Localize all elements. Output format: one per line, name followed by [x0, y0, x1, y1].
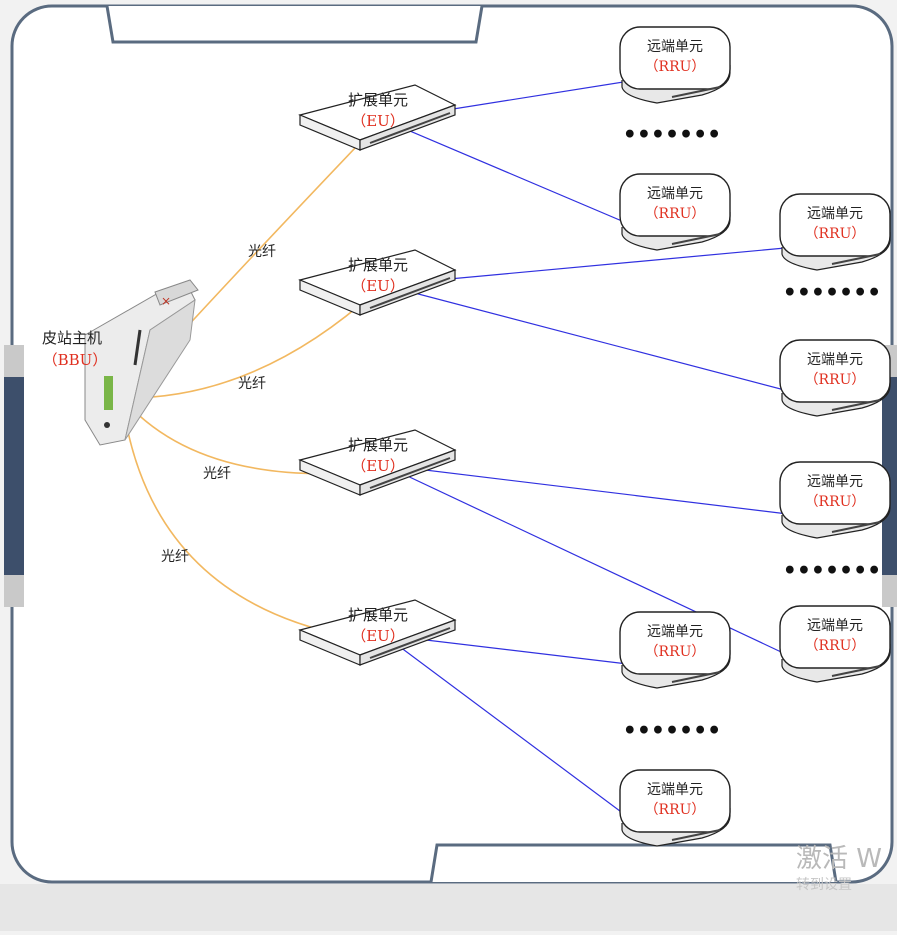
eu-device: 扩展单元 （EU）: [298, 84, 457, 151]
eu-rru-link: [383, 119, 637, 228]
frame-bottom-notch: [429, 843, 838, 883]
fiber-line: [121, 290, 377, 399]
rru-code: （RRU）: [645, 59, 706, 75]
rru-top: [779, 605, 891, 669]
bbu-device: × 皮站主机 （BBU）: [42, 279, 199, 446]
rru-name: 远端单元: [647, 186, 703, 202]
rru-top: [779, 461, 891, 525]
svg-text:×: ×: [161, 294, 171, 308]
rru-device: 远端单元 （RRU）: [779, 461, 891, 539]
fiber-label: 光纤: [248, 244, 276, 260]
activation-watermark: 激活 W: [796, 844, 882, 874]
eu-code: （EU）: [351, 277, 405, 295]
bbu-name: 皮站主机: [42, 329, 102, 347]
eu-name: 扩展单元: [348, 91, 408, 109]
fiber-label: 光纤: [203, 466, 231, 482]
rru-name: 远端单元: [647, 782, 703, 798]
eu-name: 扩展单元: [348, 256, 408, 274]
ellipsis-marker: •••••••: [623, 122, 721, 148]
rru-code: （RRU）: [805, 494, 866, 510]
rru-code: （RRU）: [805, 226, 866, 242]
rru-name: 远端单元: [647, 624, 703, 640]
bbu-code: （BBU）: [43, 351, 108, 369]
eu-code: （EU）: [351, 627, 405, 645]
rru-top: [619, 26, 731, 90]
rru-top: [779, 339, 891, 403]
ellipsis-marker: •••••••: [783, 280, 881, 306]
rru-name: 远端单元: [807, 618, 863, 634]
rru-name: 远端单元: [647, 39, 703, 55]
eu-name: 扩展单元: [348, 436, 408, 454]
slide-frame: [10, 4, 894, 884]
rru-device: 远端单元 （RRU）: [779, 193, 891, 271]
activation-watermark-sub: 转到设置: [796, 877, 852, 893]
ellipsis-marker: •••••••: [783, 558, 881, 584]
ellipsis-marker: •••••••: [623, 718, 721, 744]
rru-name: 远端单元: [807, 474, 863, 490]
rru-device: 远端单元 （RRU）: [619, 173, 731, 251]
eu-code: （EU）: [351, 112, 405, 130]
frame-top-notch: [105, 5, 484, 44]
fiber-label: 光纤: [238, 376, 266, 392]
eu-rru-link: [383, 284, 797, 394]
rru-device: 远端单元 （RRU）: [619, 26, 731, 104]
eu-code: （EU）: [351, 457, 405, 475]
fiber-label: 光纤: [161, 549, 189, 565]
rru-top: [619, 173, 731, 237]
rru-name: 远端单元: [807, 352, 863, 368]
left-side-bar: [4, 345, 24, 605]
rru-device: 远端单元 （RRU）: [619, 611, 731, 689]
rru-name: 远端单元: [807, 206, 863, 222]
rru-device: 远端单元 （RRU）: [779, 605, 891, 683]
rru-code: （RRU）: [805, 638, 866, 654]
rru-top: [619, 611, 731, 675]
rru-code: （RRU）: [645, 644, 706, 660]
eu-device: 扩展单元 （EU）: [298, 249, 457, 316]
rru-code: （RRU）: [805, 372, 866, 388]
rru-code: （RRU）: [645, 206, 706, 222]
bbu-led-panel: [104, 376, 113, 410]
rru-device: 远端单元 （RRU）: [779, 339, 891, 417]
rru-top: [779, 193, 891, 257]
eu-rru-link: [383, 464, 797, 516]
rru-code: （RRU）: [645, 802, 706, 818]
eu-device: 扩展单元 （EU）: [298, 599, 457, 666]
eu-device: 扩展单元 （EU）: [298, 429, 457, 496]
rru-device: 远端单元 （RRU）: [619, 769, 731, 847]
rru-top: [619, 769, 731, 833]
eu-rru-link: [383, 634, 637, 824]
eu-name: 扩展单元: [348, 606, 408, 624]
